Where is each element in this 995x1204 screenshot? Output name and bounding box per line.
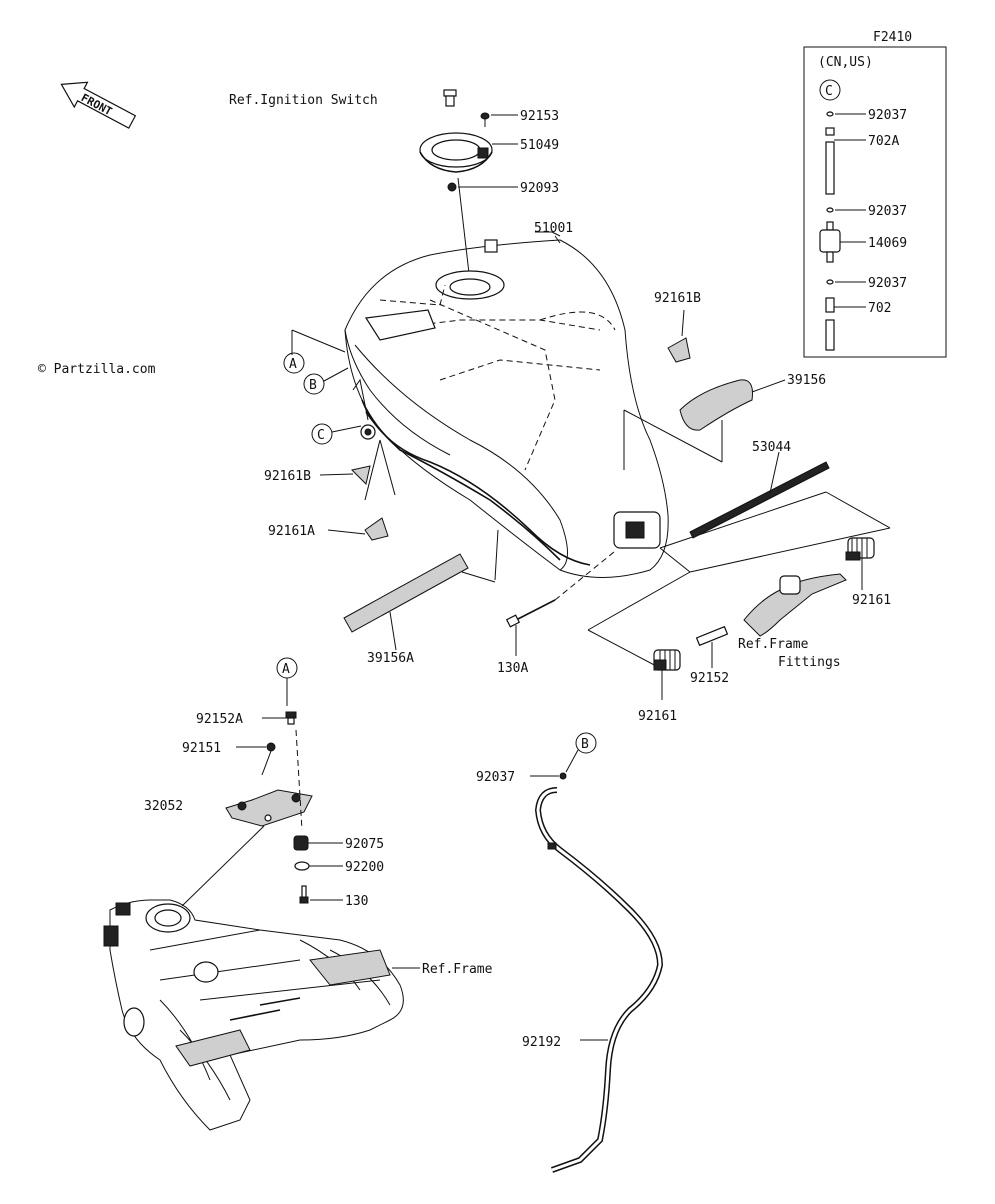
ignition-bolt [443, 89, 457, 107]
label-inset-702: 702 [868, 301, 891, 316]
label-130a: 130A [497, 661, 528, 676]
label-39156: 39156 [787, 373, 826, 388]
label-inset-92037-c: 92037 [868, 276, 907, 291]
svg-text:B: B [581, 737, 589, 752]
reference-lines [291, 329, 891, 669]
inset-hose-702 [825, 319, 835, 351]
inset-clamp-1 [826, 111, 834, 117]
label-92151: 92151 [182, 741, 221, 756]
inset-hose-702-top [825, 297, 835, 313]
pad-39156 [679, 379, 753, 431]
bolt-130a [505, 599, 556, 628]
nut-92093 [447, 182, 457, 192]
label-92093: 92093 [520, 181, 559, 196]
pad-39156a [343, 553, 469, 633]
label-130: 130 [345, 894, 368, 909]
grommet-92075 [293, 835, 309, 851]
frame-fittings [743, 573, 847, 637]
label-92161b-left: 92161B [264, 469, 311, 484]
fuel-tank-51001 [344, 239, 669, 578]
svg-text:A: A [282, 662, 290, 677]
inset-marker-c: C [819, 79, 841, 101]
strip-53044 [689, 461, 830, 539]
inset-hose-702a-top [825, 127, 835, 136]
damper-92161-bottom [653, 649, 681, 671]
inset-filter-14069 [819, 221, 841, 263]
ref-ignition-switch: Ref.Ignition Switch [229, 93, 378, 108]
svg-text:B: B [309, 378, 317, 393]
label-inset-92037-b: 92037 [868, 204, 907, 219]
pad-92161b-top [667, 337, 691, 363]
label-92075: 92075 [345, 837, 384, 852]
bracket-32052 [225, 789, 313, 827]
marker-a-lower: A [276, 657, 298, 706]
ref-frame: Ref.Frame [422, 962, 493, 977]
ref-frame-fittings-line2: Fittings [778, 655, 841, 670]
figure-code: F2410 [873, 30, 912, 45]
label-53044: 53044 [752, 440, 791, 455]
marker-b-tank: B [303, 367, 349, 395]
label-92152: 92152 [690, 671, 729, 686]
label-51049: 51049 [520, 138, 559, 153]
pad-92161b-left [351, 465, 371, 485]
bolt-92151 [261, 742, 276, 776]
label-39156a: 39156A [367, 651, 414, 666]
label-92161-bottom: 92161 [638, 709, 677, 724]
label-32052: 32052 [144, 799, 183, 814]
inset-title: (CN,US) [818, 55, 873, 70]
inset-clamp-3 [826, 279, 834, 285]
ref-frame-fittings-line1: Ref.Frame [738, 637, 809, 652]
svg-text:C: C [825, 84, 833, 99]
marker-b-hose: B [565, 732, 597, 773]
label-92192: 92192 [522, 1035, 561, 1050]
svg-text:A: A [289, 357, 297, 372]
label-inset-92037-a: 92037 [868, 108, 907, 123]
bolt-130 [299, 885, 309, 904]
label-inset-14069: 14069 [868, 236, 907, 251]
marker-a-tank: A [283, 352, 305, 374]
washer-92200 [294, 861, 310, 871]
inset-hose-702a [825, 141, 835, 195]
label-92161a: 92161A [268, 524, 315, 539]
marker-c-tank: C [311, 423, 362, 445]
cap-ring-51049 [419, 132, 493, 173]
pad-92161a [364, 517, 389, 541]
label-92161b-top: 92161B [654, 291, 701, 306]
label-92037: 92037 [476, 770, 515, 785]
collar-92152 [695, 625, 729, 647]
label-92200: 92200 [345, 860, 384, 875]
front-arrow: FRONT [60, 81, 137, 129]
inset-box [803, 46, 947, 358]
watermark: © Partzilla.com [38, 362, 156, 377]
clamp-92037 [559, 772, 567, 780]
inset-clamp-2 [826, 207, 834, 213]
inset-parts: 92037 702A 92037 14069 92037 702 [819, 108, 907, 351]
label-92152a: 92152A [196, 712, 243, 727]
screw-92153 [480, 112, 490, 127]
label-92153: 92153 [520, 109, 559, 124]
damper-92161-right [845, 537, 875, 561]
frame [103, 899, 404, 1131]
label-51001: 51001 [534, 221, 573, 236]
hose-92192 [534, 787, 664, 1173]
svg-text:C: C [317, 428, 325, 443]
label-92161-right: 92161 [852, 593, 891, 608]
screw-92152a [285, 711, 297, 725]
label-inset-702a: 702A [868, 134, 899, 149]
